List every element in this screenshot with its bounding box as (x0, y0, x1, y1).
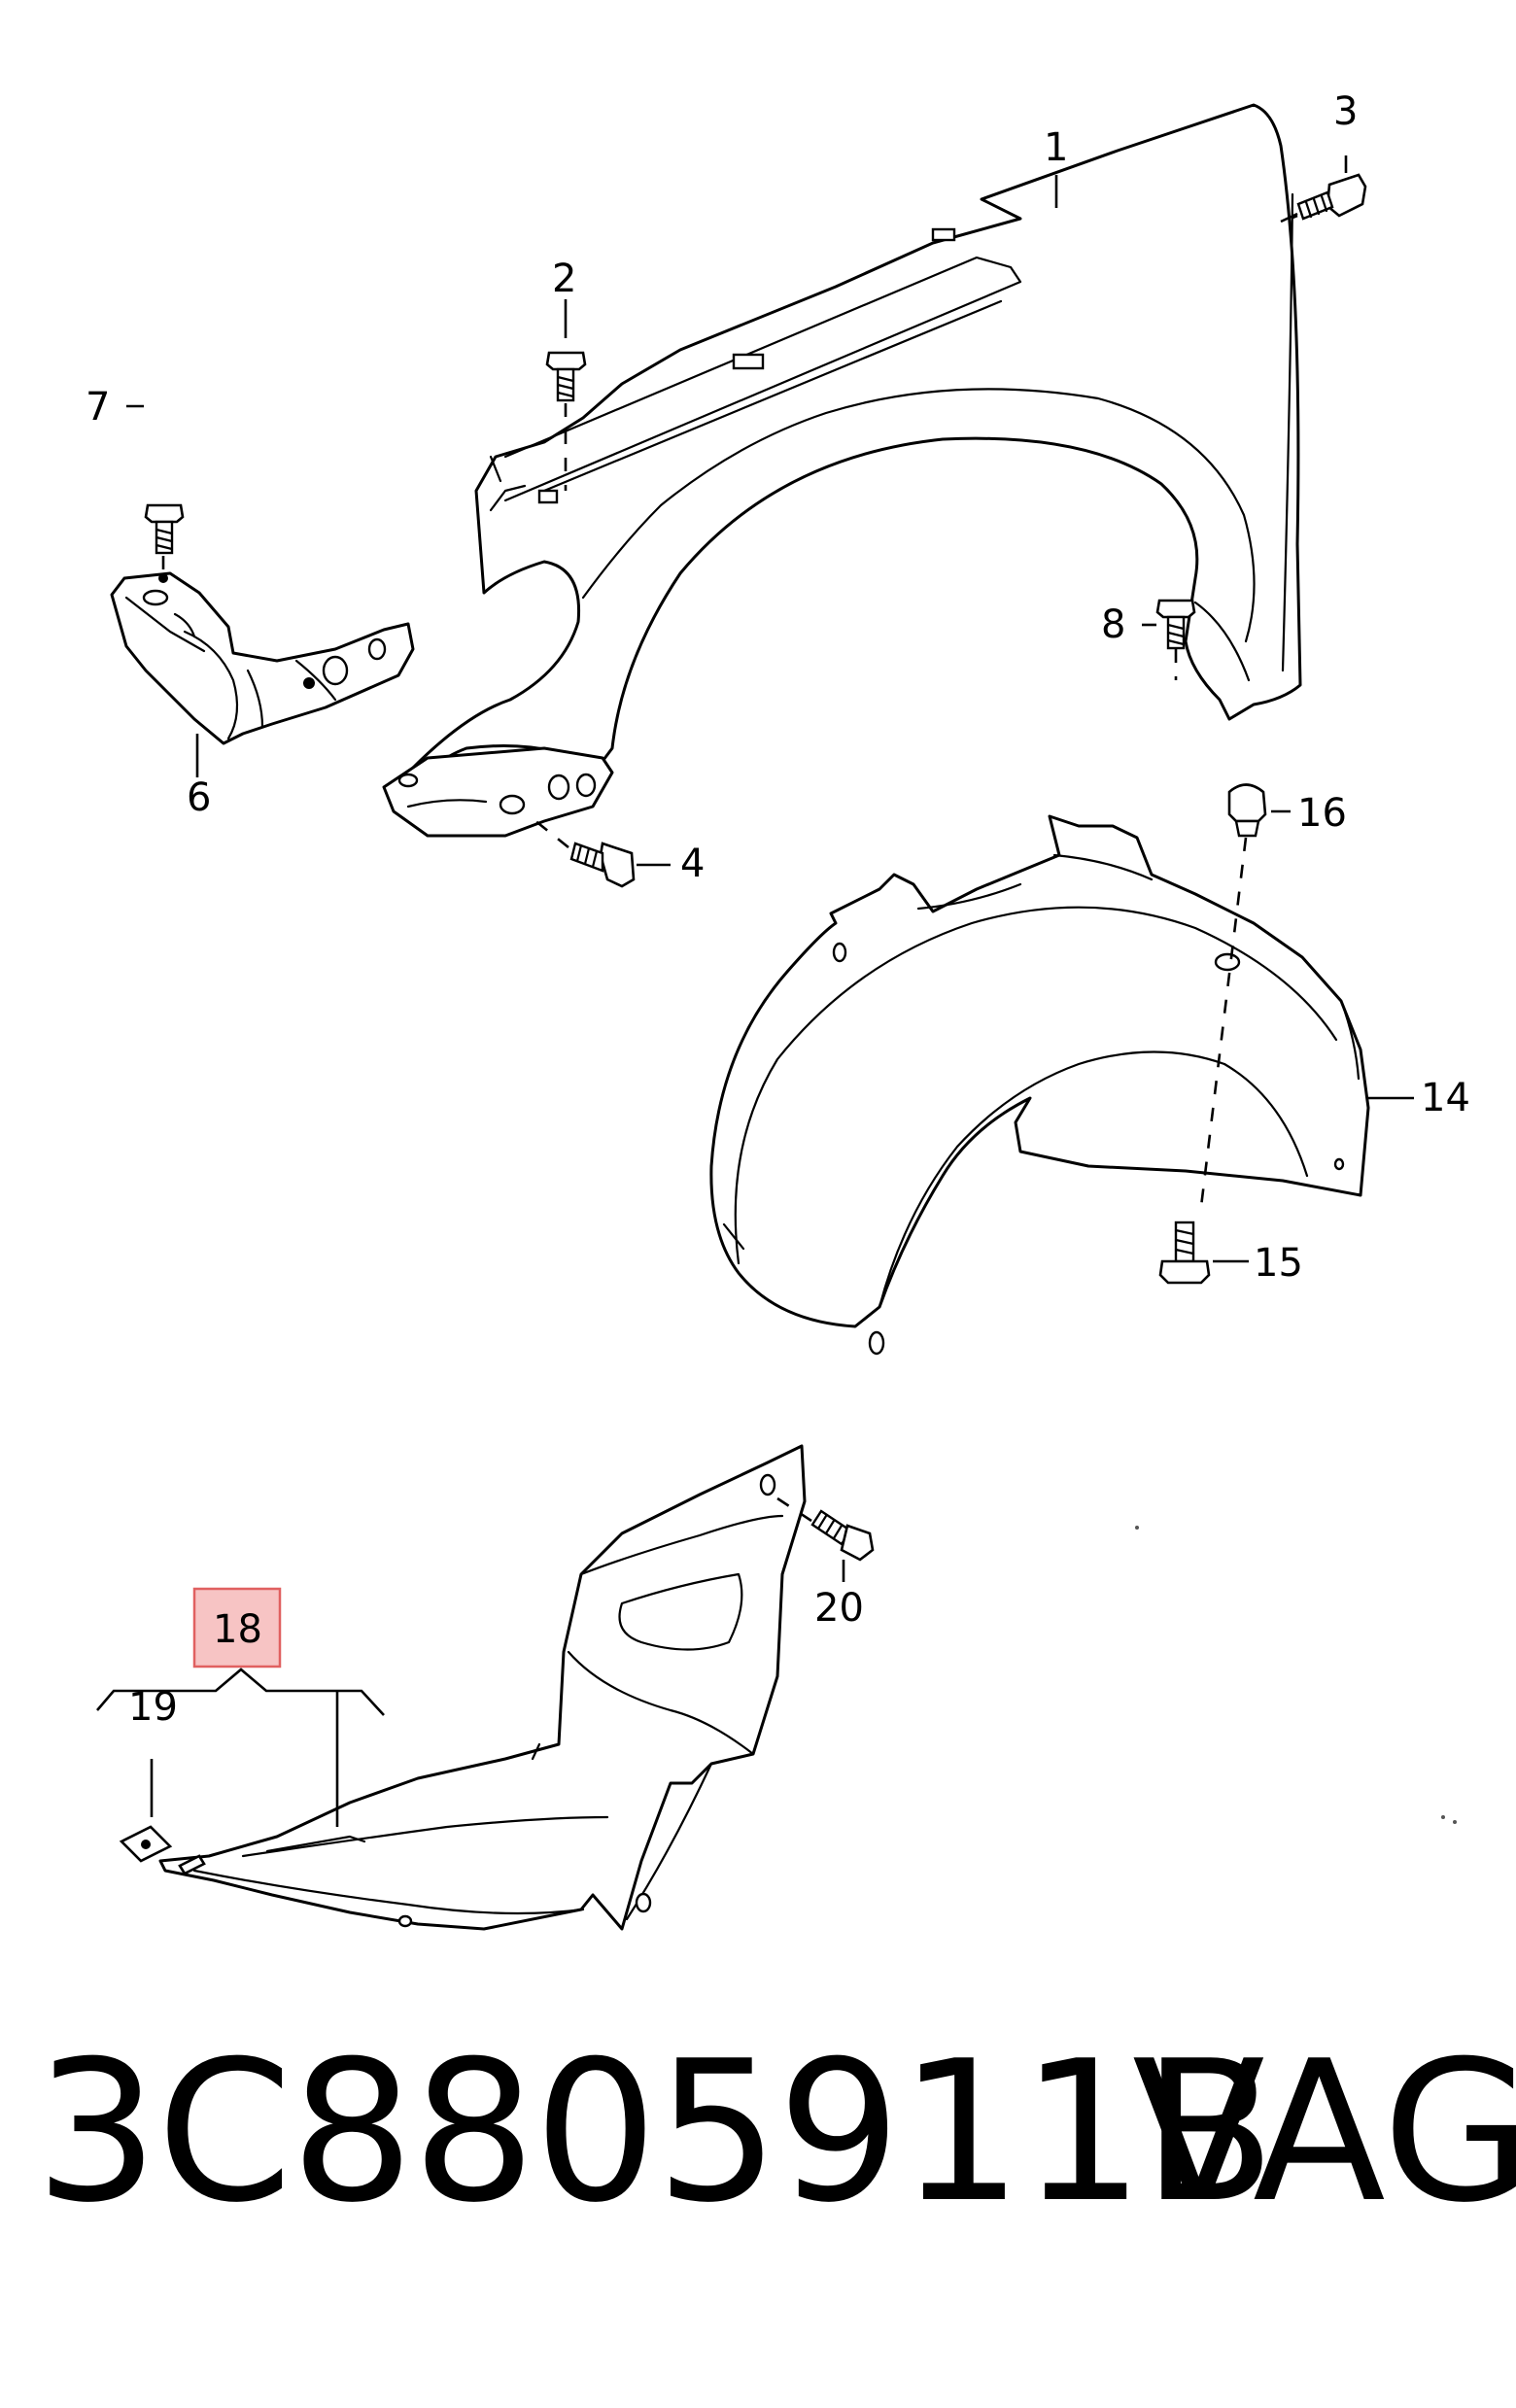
wheel-arch-liner-part-14 (709, 814, 1370, 1356)
callout-1: 1 (1044, 125, 1068, 170)
callout-20: 20 (814, 1586, 864, 1631)
callout-16: 16 (1297, 791, 1347, 836)
clip-part-16 (1227, 783, 1267, 838)
callout-18: 18 (213, 1607, 262, 1652)
bolt-part-3 (1296, 173, 1367, 221)
highlight-box (192, 1587, 282, 1668)
callout-3: 3 (1333, 89, 1358, 134)
callout-8: 8 (1101, 602, 1125, 647)
part-number: 3C8805911B (35, 2019, 1276, 2246)
callout-6: 6 (187, 775, 211, 820)
screw-part-20 (810, 1509, 875, 1562)
bolt-part-7 (144, 503, 185, 555)
callout-numbers: 1 2 3 4 6 7 8 14 15 16 19 20 (86, 89, 1470, 1730)
bolt-part-8 (1155, 599, 1196, 650)
callout-15: 15 (1254, 1241, 1303, 1286)
brand-label: VAG (1132, 2019, 1516, 2246)
clip-nut-part-19 (119, 1825, 206, 1875)
callout-14: 14 (1421, 1076, 1470, 1120)
callout-7: 7 (86, 385, 110, 430)
bolt-part-4 (569, 842, 636, 888)
bolt-part-2 (545, 351, 587, 402)
leader-lines (96, 155, 1414, 1827)
front-fender-part-1 (382, 103, 1302, 838)
callout-4: 4 (680, 842, 705, 886)
callout-19: 19 (128, 1685, 178, 1730)
bolt-part-15 (1158, 1221, 1211, 1285)
callout-18-highlight: 18 (192, 1587, 282, 1668)
callout-2: 2 (552, 257, 576, 301)
lower-splash-liner-part-18 (158, 1444, 807, 1931)
mounting-bracket-part-6 (110, 571, 415, 745)
